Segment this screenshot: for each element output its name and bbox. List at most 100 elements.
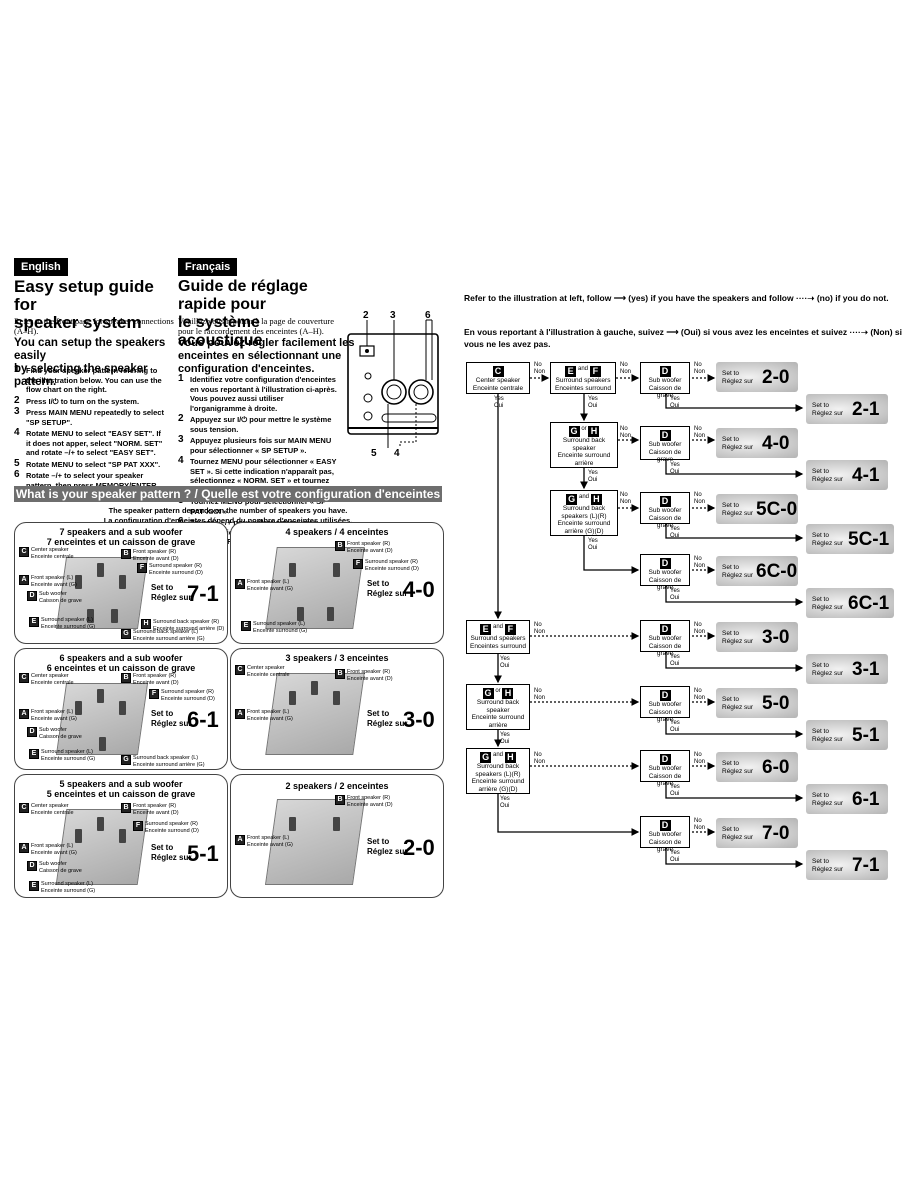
speaker-icon: [119, 701, 126, 715]
speaker-pattern-intro: The speaker pattern depends on the numbe…: [103, 506, 353, 525]
flow-box-surround-back: G or H Surround back speaker Enceinte su…: [550, 422, 618, 468]
english-connection-note: Refer to the front page for speaker conn…: [14, 316, 174, 336]
solid-arrow-icon: ⟶: [666, 327, 679, 337]
pattern-value: 5-1: [187, 841, 219, 866]
flow-instruction-en: Refer to the illustration at left, follo…: [464, 293, 889, 303]
letter-d-icon: D: [659, 624, 671, 635]
speaker-icon: [311, 681, 318, 695]
flow-box-surround-2: E and F Surround speakers Enceintes surr…: [466, 620, 530, 654]
english-badge: English: [14, 258, 68, 276]
speaker-icon: [333, 817, 340, 831]
panel-5-1: 5 speakers and a sub woofer 5 enceintes …: [14, 774, 228, 898]
flow-box-surround: E and F Surround speakers Enceintes surr…: [550, 362, 616, 394]
speaker-icon: [119, 575, 126, 589]
speaker-icon: [327, 607, 334, 621]
panel-subtitle: 5 enceintes et un caisson de grave: [46, 789, 196, 799]
panel-title: 4 speakers / 4 enceintes: [285, 527, 389, 537]
panel-subtitle: 7 enceintes et un caisson de grave: [46, 537, 196, 547]
pattern-value: 6-1: [187, 707, 219, 732]
letter-d-icon: D: [659, 496, 671, 507]
letter-h-icon: H: [590, 494, 602, 505]
letter-d-icon: D: [659, 754, 671, 765]
letter-f-icon: F: [504, 624, 516, 635]
solid-arrow-icon: ⟶: [613, 293, 626, 303]
letter-g-icon: G: [566, 494, 578, 505]
letter-d-icon: D: [659, 820, 671, 831]
panel-subtitle: 6 enceintes et un caisson de grave: [46, 663, 196, 673]
speaker-icon: [289, 817, 296, 831]
letter-g-icon: G: [480, 752, 492, 763]
letter-d-icon: D: [659, 366, 671, 377]
panel-6-1: 6 speakers and a sub woofer 6 enceintes …: [14, 648, 228, 770]
letter-h-icon: H: [504, 752, 516, 763]
speaker-icon: [75, 575, 82, 589]
speaker-icon: [297, 607, 304, 621]
pattern-value: 3-0: [403, 707, 435, 732]
dotted-arrow-icon: ····➝: [795, 293, 815, 303]
speaker-icon: [119, 829, 126, 843]
letter-h-icon: H: [588, 426, 600, 437]
callout-2: 2: [363, 310, 369, 321]
dotted-arrow-icon: ····➝: [849, 327, 868, 337]
letter-g-icon: G: [568, 426, 580, 437]
callout-4: 4: [394, 448, 400, 459]
panel-7-1: 7 speakers and a sub woofer 7 enceintes …: [14, 522, 228, 644]
speaker-icon: [97, 563, 104, 577]
receiver-front-panel-illustration: 2 3 6 5 4: [344, 310, 444, 460]
panel-title: 5 speakers and a sub woofer: [59, 779, 183, 789]
panel-title: 2 speakers / 2 enceintes: [285, 781, 389, 791]
